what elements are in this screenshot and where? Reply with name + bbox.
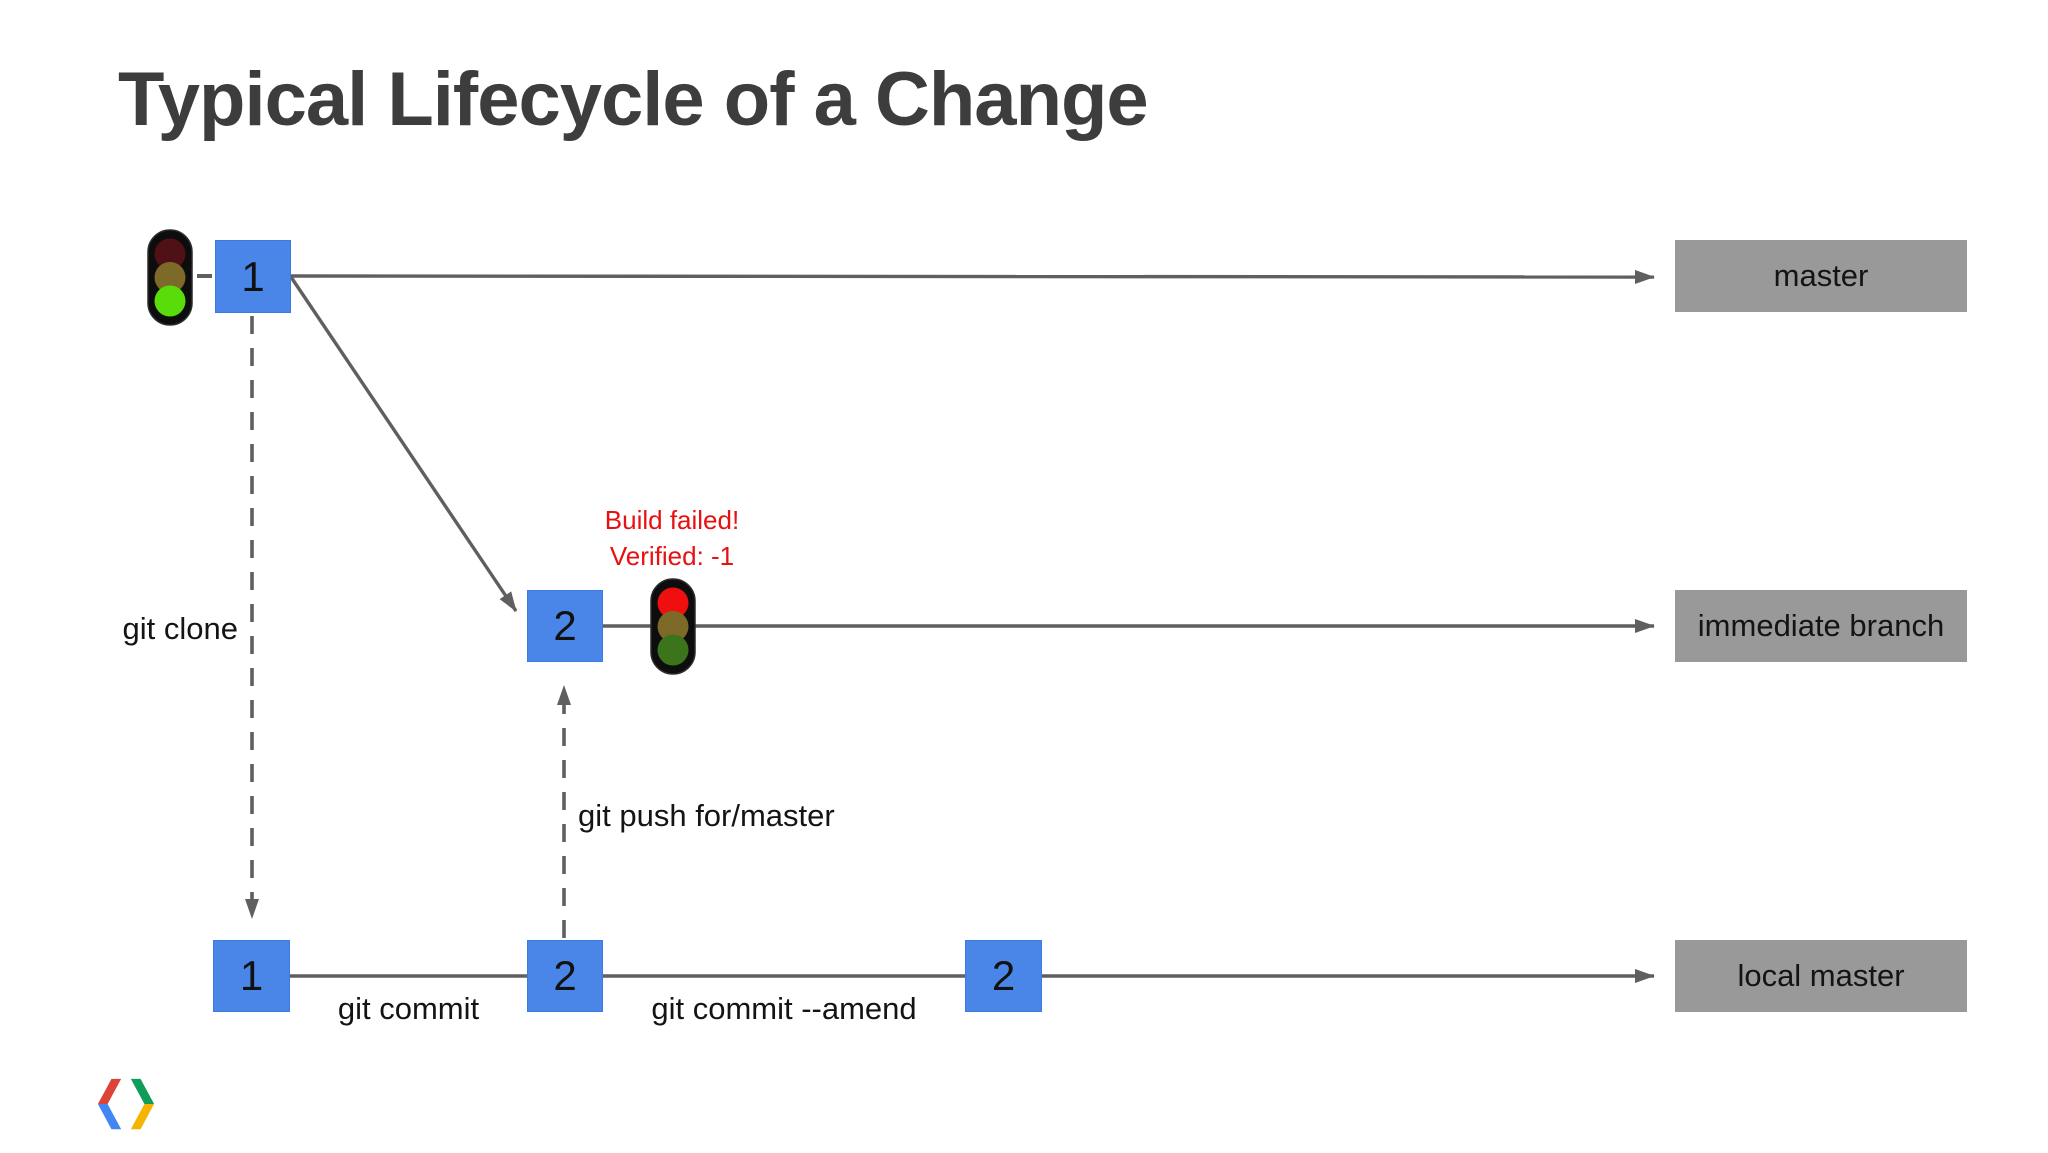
light-green-on: [154, 285, 186, 317]
branch-label: local master: [1737, 958, 1905, 993]
commit-node-label: 1: [241, 252, 265, 300]
light-red-on: [657, 587, 689, 619]
commit-node-review-2: 2: [527, 590, 603, 662]
edge-commit1-to-master: [290, 269, 1655, 284]
edge-label-git-commit-amend: git commit --amend: [651, 991, 917, 1026]
light-green-dim: [657, 634, 689, 666]
branch-label: immediate branch: [1697, 608, 1945, 643]
edge-label-git-commit: git commit: [337, 991, 480, 1026]
logo-green-chevron: [130, 1078, 155, 1104]
commit-node-label: 2: [553, 602, 577, 649]
branch-box-immediate: immediate branch: [1675, 590, 1967, 662]
commit-node-label: 2: [553, 952, 577, 999]
light-amber-dim: [154, 262, 186, 293]
edge-commit1-to-review2: [289, 276, 518, 612]
light-red-dim: [154, 238, 186, 270]
page-title: Typical Lifecycle of a Change: [118, 57, 1149, 142]
light-amber-dim: [657, 611, 689, 642]
edge-label-git-push: git push for/master: [578, 798, 835, 833]
branch-box-master: master: [1675, 240, 1967, 312]
branch-label: master: [1773, 258, 1869, 293]
commit-node-local-1: 1: [213, 940, 290, 1012]
commit-node-label: 2: [991, 952, 1016, 999]
commit-node-local-2-amended: 2: [965, 940, 1042, 1012]
commit-node-label: 1: [239, 952, 264, 999]
build-status: Build failed! Verified: -1: [542, 502, 802, 574]
google-developers-logo: [97, 1078, 155, 1130]
edge-label-git-clone: git clone: [122, 611, 238, 646]
logo-yellow-chevron: [130, 1104, 155, 1130]
logo-red-chevron: [97, 1078, 122, 1104]
logo-blue-chevron: [97, 1104, 122, 1130]
branch-box-local-master: local master: [1675, 940, 1967, 1012]
traffic-light-green-icon: [147, 229, 193, 326]
build-status-line1: Build failed!: [604, 505, 740, 535]
traffic-light-red-icon: [650, 578, 696, 675]
commit-node-remote-1: 1: [215, 240, 291, 313]
build-status-line2: Verified: -1: [609, 541, 735, 571]
commit-node-local-2: 2: [527, 940, 603, 1012]
